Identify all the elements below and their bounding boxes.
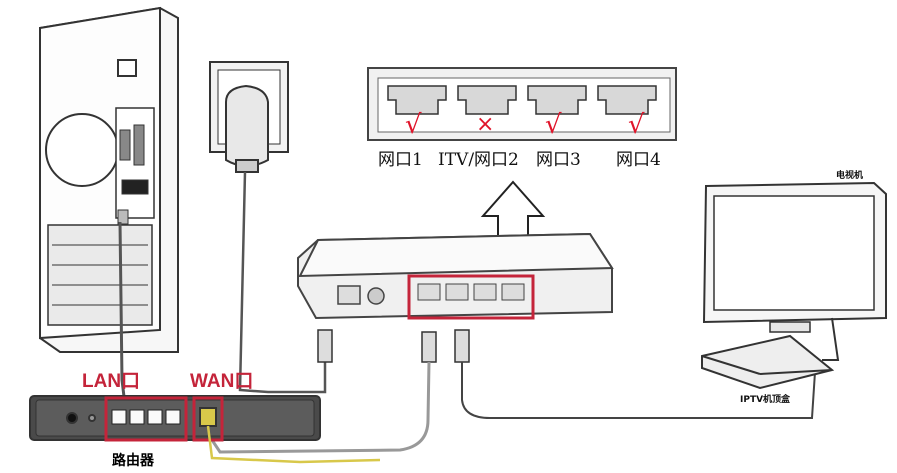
television-icon (702, 181, 887, 361)
router-label: 路由器 (112, 453, 154, 469)
wan-port-label: WAN口 (190, 371, 254, 392)
power-cable (238, 171, 327, 394)
switch-ports-highlight (407, 274, 535, 320)
port-3-label: 网口3 (536, 150, 581, 170)
iptv-cable (461, 362, 816, 419)
lan-port-highlight (104, 396, 188, 442)
port-2-label: ITV/网口2 (438, 150, 519, 170)
port-1-label: 网口1 (378, 150, 423, 170)
set-top-box-icon (701, 334, 835, 390)
desktop-pc-icon (39, 6, 179, 353)
port-3-mark: √ (545, 110, 562, 140)
wan-yellow-cable (206, 425, 381, 464)
switch-iptv-plug (454, 329, 470, 363)
wan-grey-cable (210, 361, 431, 454)
lan-port-label: LAN口 (82, 371, 141, 392)
port-4-mark: √ (628, 110, 645, 140)
port-2-mark: × (476, 112, 495, 137)
router-icon (29, 395, 321, 441)
power-plug (317, 329, 333, 363)
switch-ports-closeup (367, 67, 677, 141)
wan-port-highlight (192, 396, 224, 442)
port-4-label: 网口4 (616, 150, 661, 170)
iptv-box-label: IPTV机顶盒 (740, 395, 791, 405)
switch-uplink-plug (421, 331, 437, 363)
power-adapter-icon (209, 61, 289, 173)
port-1-mark: √ (405, 110, 422, 140)
tv-label: 电视机 (836, 171, 864, 181)
